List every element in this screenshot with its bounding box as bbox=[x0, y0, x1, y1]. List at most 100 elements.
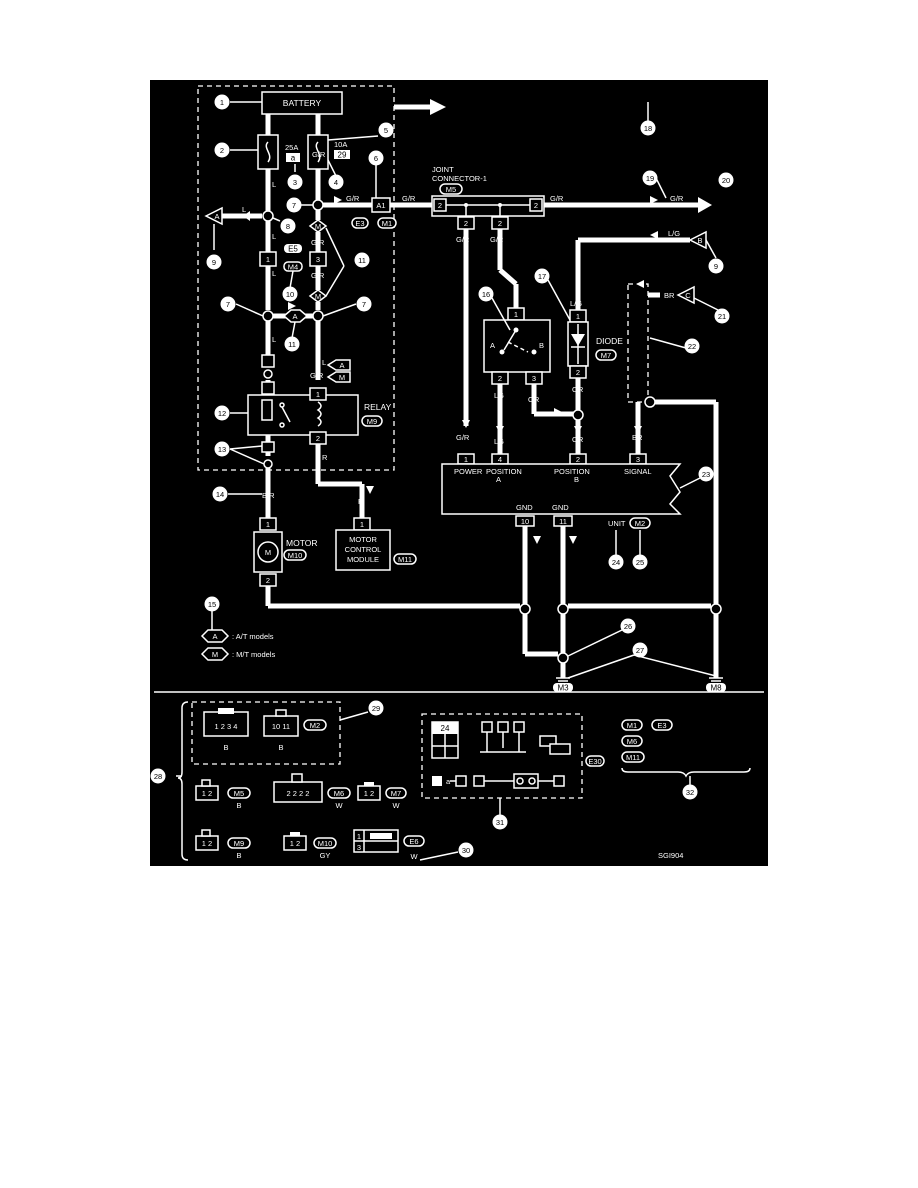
svg-text:UNIT: UNIT bbox=[608, 519, 626, 528]
callout-9-circle bbox=[206, 254, 222, 270]
svg-text:G/R: G/R bbox=[456, 433, 470, 442]
callout-6-circle bbox=[368, 150, 384, 166]
callout-14: 14 bbox=[216, 490, 224, 499]
svg-text:M9: M9 bbox=[367, 417, 377, 426]
svg-text:M4: M4 bbox=[288, 263, 298, 272]
svg-text:M11: M11 bbox=[626, 753, 640, 762]
svg-text:POWER: POWER bbox=[454, 467, 483, 476]
callout-16: 16 bbox=[482, 290, 490, 299]
callout-7-circle bbox=[356, 296, 372, 312]
callout-31: 31 bbox=[496, 818, 504, 827]
svg-text:M10: M10 bbox=[288, 551, 303, 560]
callout-leaders bbox=[176, 101, 719, 861]
svg-text:MODULE: MODULE bbox=[347, 555, 379, 564]
svg-text:M2: M2 bbox=[635, 519, 645, 528]
callout-15: 15 bbox=[208, 600, 216, 609]
callout-23-circle bbox=[698, 466, 714, 482]
svg-text:POSITION: POSITION bbox=[486, 467, 522, 476]
svg-text:G/R: G/R bbox=[670, 194, 684, 203]
svg-text:M7: M7 bbox=[601, 351, 611, 360]
legend-mt: : M/T models bbox=[232, 650, 275, 659]
motor-label: MOTOR bbox=[286, 538, 317, 548]
motor-control-module bbox=[335, 529, 391, 571]
callout-24-circle bbox=[608, 554, 624, 570]
callout-1-circle bbox=[214, 94, 230, 110]
svg-text:G/R: G/R bbox=[490, 235, 504, 244]
svg-text:M9: M9 bbox=[234, 839, 244, 848]
svg-text:1: 1 bbox=[360, 520, 364, 529]
callout-25-circle bbox=[632, 554, 648, 570]
svg-text:1: 1 bbox=[464, 455, 468, 464]
callout-29: 29 bbox=[372, 704, 380, 713]
svg-text:POSITION: POSITION bbox=[554, 467, 590, 476]
callout-10: 10 bbox=[286, 290, 294, 299]
svg-text:G/R: G/R bbox=[310, 371, 324, 380]
svg-text:2: 2 bbox=[316, 434, 320, 443]
callout-31-circle bbox=[492, 814, 508, 830]
callout-7: 7 bbox=[362, 300, 366, 309]
callout-19: 19 bbox=[646, 174, 654, 183]
callout-25: 25 bbox=[636, 558, 644, 567]
callout-20: 20 bbox=[722, 176, 730, 185]
svg-text:W: W bbox=[392, 801, 400, 810]
svg-text:M5: M5 bbox=[234, 789, 244, 798]
svg-text:2: 2 bbox=[464, 219, 468, 228]
svg-text:M: M bbox=[315, 222, 321, 231]
callout-13: 13 bbox=[218, 445, 226, 454]
svg-text:3: 3 bbox=[636, 455, 640, 464]
svg-text:M: M bbox=[315, 292, 321, 301]
svg-text:G/R: G/R bbox=[550, 194, 564, 203]
svg-text:OR: OR bbox=[572, 385, 584, 394]
callout-11: 11 bbox=[288, 340, 296, 349]
battery-label: BATTERY bbox=[283, 98, 322, 108]
svg-text:G/R: G/R bbox=[346, 194, 360, 203]
svg-text:L/G: L/G bbox=[668, 229, 680, 238]
fuse-10a-rating: 10A bbox=[334, 140, 347, 149]
callout-3-circle bbox=[287, 174, 303, 190]
callout-5-circle bbox=[378, 122, 394, 138]
svg-text:10 11: 10 11 bbox=[272, 722, 290, 731]
svg-text:2: 2 bbox=[576, 455, 580, 464]
svg-text:M11: M11 bbox=[398, 555, 412, 564]
svg-text:G/R: G/R bbox=[402, 194, 416, 203]
callout-22: 22 bbox=[688, 342, 696, 351]
svg-text:M: M bbox=[265, 548, 271, 557]
svg-text:BR: BR bbox=[632, 433, 643, 442]
svg-text:1: 1 bbox=[316, 390, 320, 399]
svg-text:1: 1 bbox=[514, 310, 518, 319]
svg-text:G/R: G/R bbox=[311, 271, 325, 280]
joint-connector-label: JOINT bbox=[432, 165, 454, 174]
svg-text:B: B bbox=[278, 743, 283, 752]
svg-text:M2: M2 bbox=[310, 721, 320, 730]
callout-4-circle bbox=[328, 174, 344, 190]
callout-7: 7 bbox=[226, 300, 230, 309]
svg-text:A: A bbox=[292, 312, 297, 321]
svg-text:B/R: B/R bbox=[262, 491, 275, 500]
callout-17-circle bbox=[534, 268, 550, 284]
svg-text:E3: E3 bbox=[355, 219, 364, 228]
figure-code: SGI904 bbox=[658, 851, 683, 860]
fuse-25a-rating: 25A bbox=[285, 143, 298, 152]
callout-10-circle bbox=[282, 286, 298, 302]
callout-9-circle bbox=[708, 258, 724, 274]
callout-8: 8 bbox=[286, 222, 290, 231]
fuse-10a-tag: 29 bbox=[338, 151, 347, 160]
svg-text:24: 24 bbox=[441, 724, 450, 733]
svg-text:2: 2 bbox=[498, 374, 502, 383]
callout-19-circle bbox=[642, 170, 658, 186]
callout-11-circle bbox=[284, 336, 300, 352]
callout-20-circle bbox=[718, 172, 734, 188]
legend-at: : A/T models bbox=[232, 632, 274, 641]
callout-9: 9 bbox=[212, 258, 216, 267]
svg-text:A: A bbox=[212, 632, 217, 641]
callout-32-circle bbox=[682, 784, 698, 800]
svg-text:E6: E6 bbox=[409, 837, 418, 846]
callout-7-circle bbox=[220, 296, 236, 312]
callout-13-circle bbox=[214, 441, 230, 457]
svg-text:CONNECTOR-1: CONNECTOR-1 bbox=[432, 174, 487, 183]
svg-text:G/R: G/R bbox=[311, 238, 325, 247]
callout-24: 24 bbox=[612, 558, 620, 567]
callout-18: 18 bbox=[644, 124, 652, 133]
svg-text:LG: LG bbox=[494, 391, 504, 400]
svg-text:B: B bbox=[574, 475, 579, 484]
